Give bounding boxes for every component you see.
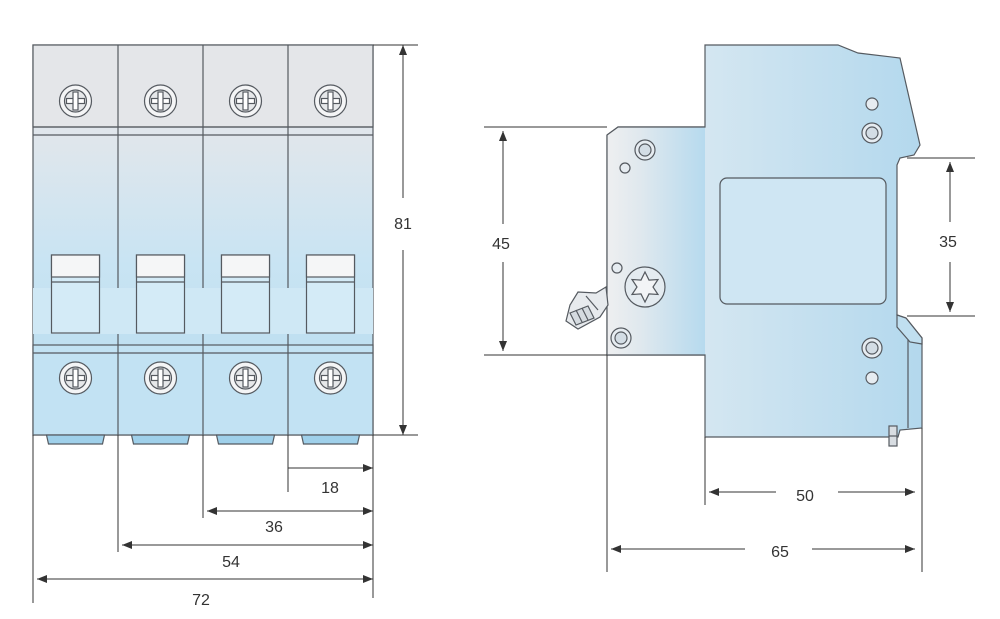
terminal-screw-icon — [143, 361, 178, 395]
dim-total-width-label: 72 — [192, 592, 210, 609]
dim-din-rail-label: 35 — [939, 234, 957, 251]
side-front-face — [607, 127, 705, 355]
dim-two-pole-label: 36 — [265, 519, 283, 536]
dim-depth-total-label: 65 — [771, 544, 789, 561]
terminal-screw-icon — [228, 84, 263, 118]
dim-depth-body-label: 50 — [796, 488, 814, 505]
side-hole — [861, 337, 883, 359]
dim-height-label: 81 — [394, 216, 412, 233]
din-clip — [45, 434, 106, 445]
front-dimensions: 81 18 36 54 72 — [32, 44, 418, 609]
side-hole — [619, 162, 631, 174]
din-clip — [130, 434, 191, 445]
side-hole — [865, 97, 879, 111]
terminal-screw-icon — [228, 361, 263, 395]
terminal-screw-icon — [313, 84, 348, 118]
dim-three-pole-label: 54 — [222, 554, 240, 571]
terminal-screw-icon — [143, 84, 178, 118]
pole-lever — [135, 254, 186, 334]
din-clip — [215, 434, 276, 445]
pole-lever — [220, 254, 271, 334]
dim-front-height-label: 45 — [492, 236, 510, 253]
label-window — [719, 177, 887, 305]
side-view — [565, 44, 923, 447]
terminal-screw-icon — [58, 361, 93, 395]
terminal-screw-icon — [58, 84, 93, 118]
pole-lever — [50, 254, 101, 334]
lever-pivot-icon — [624, 266, 666, 308]
din-clip — [300, 434, 361, 445]
side-hole — [861, 122, 883, 144]
dim-pole-width-label: 18 — [321, 480, 339, 497]
front-view — [32, 44, 374, 445]
side-lever — [565, 286, 609, 330]
pole-lever — [305, 254, 356, 334]
side-hole — [865, 371, 879, 385]
side-hole — [634, 139, 656, 161]
side-hole — [610, 327, 632, 349]
side-dimensions: 45 35 50 65 — [484, 126, 975, 572]
side-hole — [611, 262, 623, 274]
terminal-screw-icon — [313, 361, 348, 395]
